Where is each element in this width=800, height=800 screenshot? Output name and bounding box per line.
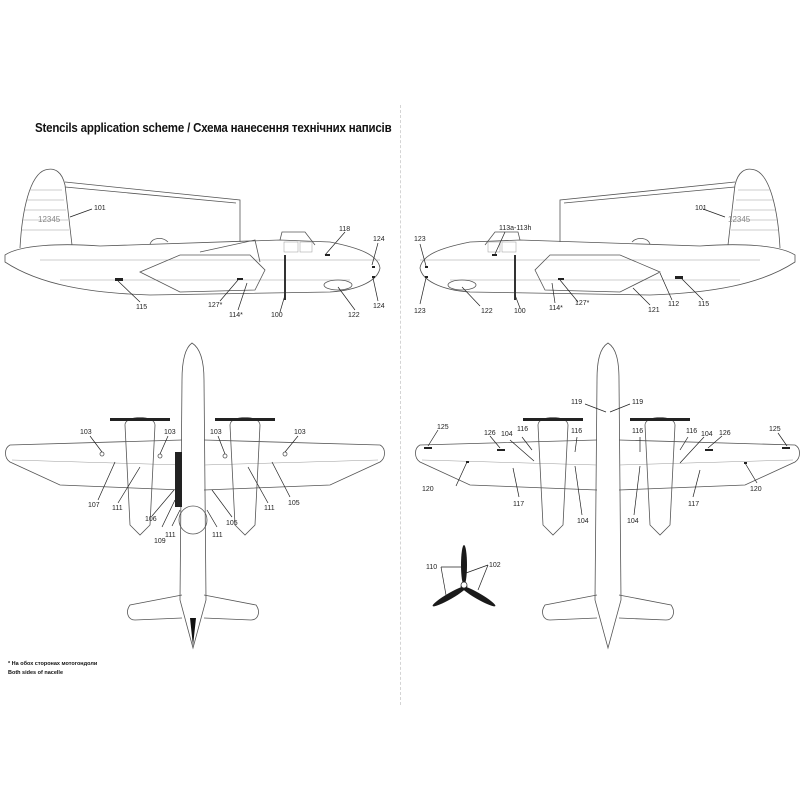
svg-text:116: 116 (517, 426, 528, 433)
svg-text:127*: 127* (208, 302, 223, 309)
svg-text:111: 111 (112, 505, 123, 512)
svg-text:118: 118 (339, 226, 350, 233)
svg-text:116: 116 (632, 428, 643, 435)
svg-text:114*: 114* (549, 305, 563, 312)
svg-text:116: 116 (686, 428, 697, 435)
svg-text:124: 124 (373, 236, 385, 243)
tail-serial-right: 12345 (728, 215, 751, 224)
svg-text:100: 100 (271, 312, 283, 319)
svg-text:101: 101 (94, 205, 106, 212)
footnote-english: Both sides of nacelle (8, 670, 64, 676)
page-title: Stencils application scheme / Схема нане… (35, 121, 392, 135)
svg-text:127*: 127* (575, 300, 590, 307)
bottom-view: 119 119 125 126 104 116 116 116 116 104 … (415, 342, 800, 650)
svg-text:104: 104 (501, 431, 513, 438)
svg-text:101: 101 (695, 205, 707, 212)
svg-text:119: 119 (571, 399, 582, 406)
svg-text:119: 119 (632, 399, 643, 406)
svg-text:104: 104 (577, 518, 589, 525)
svg-text:110: 110 (426, 564, 437, 571)
tail-serial-left: 12345 (38, 215, 61, 224)
svg-text:115: 115 (136, 304, 147, 311)
svg-text:103: 103 (164, 429, 176, 436)
svg-text:111: 111 (212, 532, 223, 539)
right-side-view: 12345 123 123 113a-113h 101 122 100 114*… (414, 168, 796, 315)
svg-text:100: 100 (514, 308, 526, 315)
svg-text:111: 111 (165, 532, 176, 539)
svg-text:109: 109 (154, 538, 166, 545)
svg-text:103: 103 (210, 429, 222, 436)
svg-text:104: 104 (627, 518, 639, 525)
svg-text:117: 117 (513, 501, 524, 508)
svg-text:122: 122 (481, 308, 493, 315)
svg-text:126: 126 (484, 430, 496, 437)
svg-text:121: 121 (648, 307, 660, 314)
left-side-view: 12345 101 118 124 124 115 127* 114* 100 … (4, 168, 385, 319)
svg-text:125: 125 (437, 424, 449, 431)
svg-text:124: 124 (373, 303, 385, 310)
svg-text:116: 116 (571, 428, 582, 435)
propeller-detail: 110 102 (426, 545, 501, 607)
svg-text:106: 106 (145, 516, 157, 523)
svg-text:126: 126 (719, 430, 731, 437)
footnote-ukrainian: * На обох сторонах мотогондоли (8, 661, 98, 667)
svg-text:123: 123 (414, 308, 426, 315)
footnote: * На обох сторонах мотогондоли Both side… (8, 660, 97, 678)
top-view: 103 103 103 103 107 111 106 109 111 111 … (5, 342, 385, 650)
svg-text:112: 112 (668, 301, 679, 308)
svg-text:117: 117 (688, 501, 699, 508)
svg-text:111: 111 (264, 505, 275, 512)
svg-text:114*: 114* (229, 312, 243, 319)
svg-text:120: 120 (422, 486, 434, 493)
svg-text:115: 115 (698, 301, 709, 308)
svg-text:103: 103 (80, 429, 92, 436)
svg-text:105: 105 (288, 500, 300, 507)
svg-text:125: 125 (769, 426, 781, 433)
svg-text:113a-113h: 113a-113h (499, 225, 532, 232)
svg-text:104: 104 (701, 431, 713, 438)
svg-text:120: 120 (750, 486, 762, 493)
svg-text:105: 105 (226, 520, 238, 527)
svg-text:122: 122 (348, 312, 360, 319)
svg-text:107: 107 (88, 502, 100, 509)
svg-text:102: 102 (489, 562, 501, 569)
page-divider (400, 105, 401, 705)
svg-text:103: 103 (294, 429, 306, 436)
svg-text:123: 123 (414, 236, 426, 243)
